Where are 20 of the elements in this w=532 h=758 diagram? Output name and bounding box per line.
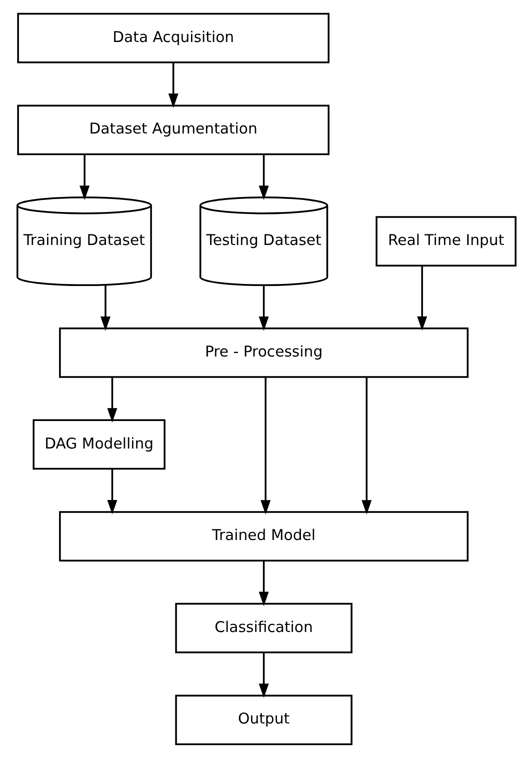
arrow (106, 469, 117, 514)
arrow (258, 154, 268, 200)
arrow (258, 652, 268, 698)
node-box: Classification (174, 602, 352, 654)
node-box: Pre - Processing (58, 328, 468, 378)
node-box: DAG Modelling (32, 419, 165, 470)
node-box: Real Time Input (375, 216, 516, 266)
arrow (258, 285, 268, 331)
arrow (106, 377, 117, 422)
arrow (79, 154, 90, 200)
node-box: Dataset Agumentation (16, 104, 329, 156)
arrow (168, 62, 178, 108)
arrow (260, 377, 270, 514)
arrow (416, 266, 427, 331)
arrow (100, 285, 110, 331)
arrow (361, 377, 372, 514)
node-box: Output (174, 694, 352, 746)
node-box: Data Acquisition (16, 12, 329, 64)
arrow (258, 560, 268, 606)
node-box: Trained Model (58, 511, 468, 562)
